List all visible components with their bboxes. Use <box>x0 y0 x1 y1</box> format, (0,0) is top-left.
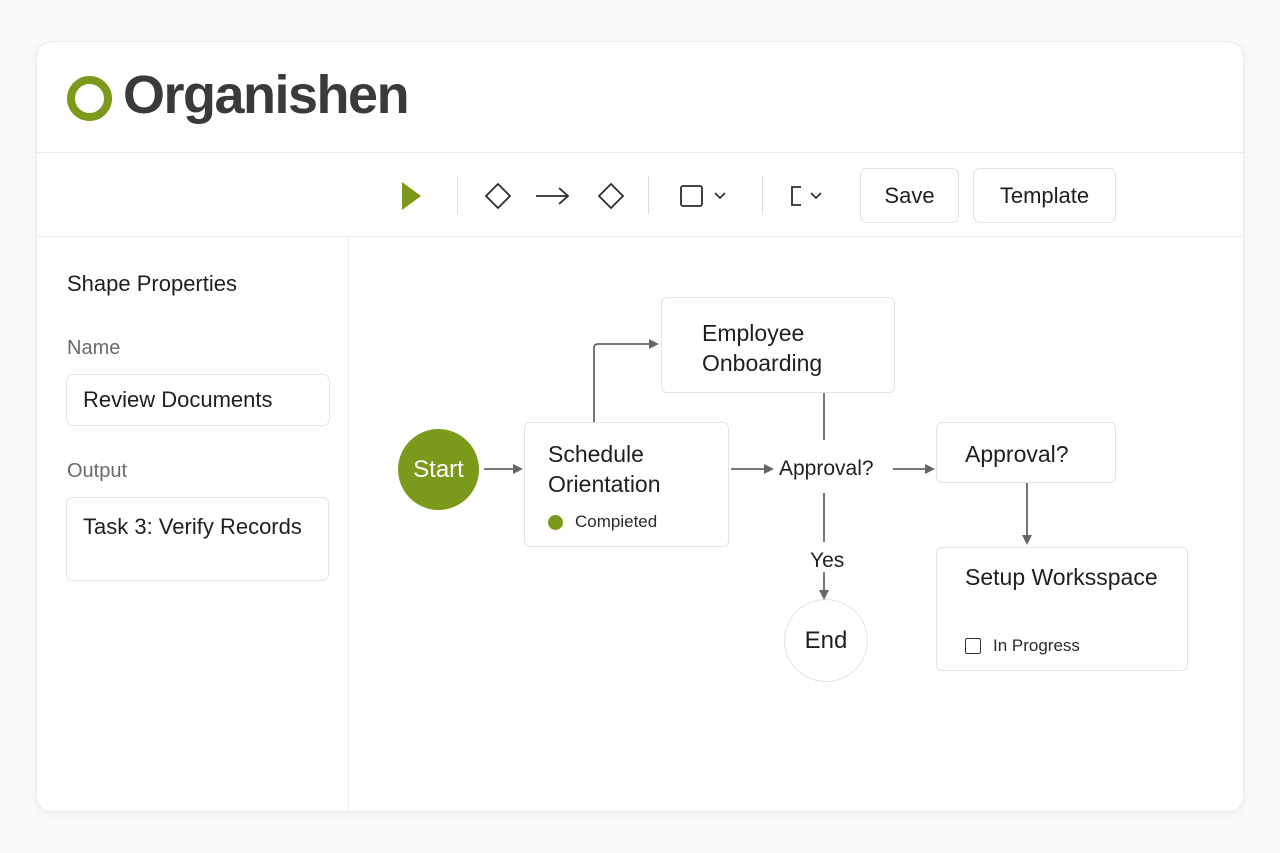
panel-title: Shape Properties <box>67 271 237 296</box>
bracket-shape-dropdown[interactable] <box>785 179 827 213</box>
diamond-shape-tool[interactable] <box>594 179 628 213</box>
app-header: Organishen <box>37 42 1243 153</box>
chevron-down-icon <box>714 192 726 200</box>
rectangle-shape-dropdown[interactable] <box>675 179 731 213</box>
checkbox-empty-icon <box>965 638 981 654</box>
employee-onboarding-node[interactable]: Employee Onboarding <box>661 297 895 393</box>
bracket-icon <box>791 186 801 206</box>
status-text: In Progress <box>993 636 1080 655</box>
schedule-orientation-node[interactable]: Schedule Orientation Compieted <box>524 422 729 547</box>
output-field[interactable]: Task 3: Verify Records <box>66 497 329 581</box>
decision-shape-tool[interactable] <box>481 179 515 213</box>
toolbar-separator <box>648 176 649 214</box>
name-field[interactable]: Review Documents <box>66 374 330 426</box>
chevron-down-icon <box>810 192 822 200</box>
start-label: Start <box>413 455 464 483</box>
play-icon <box>402 182 421 210</box>
app-window: Organishen <box>36 41 1244 812</box>
connector-tool[interactable] <box>533 179 573 213</box>
toolbar-separator <box>457 176 458 214</box>
status-badge: In Progress <box>965 636 1080 656</box>
arrow-right-icon <box>536 187 570 205</box>
completed-dot-icon <box>548 514 563 530</box>
node-title: Setup Worksspace <box>965 564 1158 590</box>
node-title: Employee Onboarding <box>702 320 823 376</box>
run-button[interactable] <box>393 179 429 213</box>
shape-properties-panel: Shape Properties Name Review Documents O… <box>37 237 349 811</box>
diamond-icon <box>597 182 625 210</box>
app-name: Organishen <box>123 65 410 125</box>
status-badge: Compieted <box>548 512 657 532</box>
logo-icon <box>67 76 112 121</box>
rectangle-icon <box>680 185 703 207</box>
diamond-icon <box>484 182 512 210</box>
decision-label[interactable]: Approval? <box>779 457 874 480</box>
save-button[interactable]: Save <box>860 168 959 223</box>
template-button[interactable]: Template <box>973 168 1116 223</box>
toolbar-separator <box>762 176 763 214</box>
yes-label: Yes <box>810 549 845 572</box>
name-label: Name <box>67 337 121 359</box>
output-label: Output <box>67 460 128 482</box>
setup-workspace-node[interactable]: Setup Worksspace In Progress <box>936 547 1188 671</box>
end-node[interactable]: End <box>784 599 868 682</box>
toolbar: Save Template <box>37 153 1243 237</box>
node-title: Approval? <box>965 441 1069 467</box>
end-label: End <box>804 626 848 654</box>
start-node[interactable]: Start <box>398 429 479 510</box>
node-title: Schedule Orientation <box>548 441 661 497</box>
approval-node[interactable]: Approval? <box>936 422 1116 483</box>
status-text: Compieted <box>575 512 658 531</box>
